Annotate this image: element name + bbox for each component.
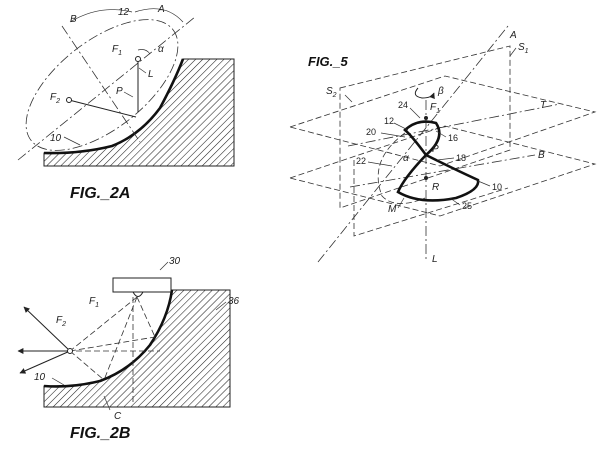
fig5-axis-B	[349, 154, 536, 188]
fig2b-label-10: 10	[34, 372, 46, 383]
fig2b-label-36: 36	[228, 296, 240, 307]
fig2b-lamp-bulb	[132, 291, 144, 297]
fig2b-leader-30	[159, 261, 169, 271]
fig2b-arrow-down	[19, 350, 71, 374]
fig5-label-20: 20	[366, 127, 376, 137]
fig2a-alpha-arc	[137, 49, 151, 55]
fig5-leader-10	[477, 180, 491, 187]
fig5-label-T: T	[540, 100, 547, 111]
fig2a-caption: FIG._2A	[70, 185, 130, 202]
fig5-rotation-arrow-beta	[414, 87, 435, 100]
fig5-label-R: R	[432, 182, 439, 193]
fig5-leader-M	[397, 197, 405, 209]
fig2a-leader-P	[123, 91, 134, 98]
fig2b-ray-1	[69, 296, 138, 352]
fig5-label-24: 24	[398, 100, 408, 110]
fig2a-focus-F2	[66, 97, 72, 103]
fig5-label-A: A	[509, 30, 517, 41]
fig2a-reflective-surface-10	[43, 58, 185, 155]
fig5-leader-20	[380, 132, 406, 138]
fig2b-reflective-surface-10	[43, 289, 174, 388]
fig2b-ray-5	[69, 350, 105, 381]
fig5-leader-18	[436, 157, 455, 161]
fig5-leader-S1	[509, 47, 517, 57]
fig5-plane-lower	[288, 125, 597, 217]
fig2b-label-F2: F2	[56, 315, 66, 328]
fig5-label-L: L	[432, 254, 438, 265]
fig2a-dimension-arc-12	[69, 9, 133, 23]
fig2a-label-B: B	[70, 14, 77, 25]
fig2a-label-A: A	[157, 4, 165, 15]
fig2b-leader-C	[103, 395, 111, 411]
fig2a-ellipse-12	[25, 19, 179, 151]
fig5-plane-upper	[288, 75, 597, 167]
fig2b-label-30: 30	[169, 256, 181, 267]
fig2a-reflector-body	[43, 58, 235, 167]
fig2b-leader-10	[51, 377, 65, 386]
fig2a-major-axis-A	[17, 16, 196, 161]
fig2b-label-F1: F1	[89, 296, 99, 309]
fig2a-label-10: 10	[50, 133, 62, 144]
fig2b-caption: FIG._2B	[70, 425, 130, 442]
fig5-label-F1: F1	[430, 102, 440, 115]
fig5-leader-22	[367, 161, 393, 167]
fig5-leader-16	[435, 130, 447, 138]
fig2a-dimension-arc-A	[134, 8, 184, 23]
fig5-reflector-curve-lower	[396, 153, 480, 202]
fig5-label-22: 22	[356, 156, 366, 166]
fig5-caption: FIG._5	[308, 54, 349, 69]
fig5-label-18: 18	[456, 153, 466, 163]
fig5-focus-F1	[424, 116, 428, 120]
fig2a-ray-F2-P	[68, 99, 137, 118]
fig2a-minor-axis-B	[61, 25, 141, 143]
fig2b-label-C: C	[114, 411, 122, 422]
fig5-axis-A	[317, 25, 509, 263]
fig2b-ray-3	[136, 296, 156, 338]
fig2a-leader-L	[138, 67, 147, 74]
figure-2b: 30 36 F1 F2 10 C FIG._2B	[17, 256, 240, 442]
fig2b-ray-4	[69, 336, 156, 352]
fig2b-reflector-body	[43, 289, 231, 408]
fig5-label-10: 10	[492, 182, 502, 192]
fig5-label-beta: β	[437, 86, 444, 97]
fig5-label-M: M	[388, 204, 397, 215]
fig5-label-S2: S2	[326, 86, 337, 99]
fig2b-focus-F2	[67, 348, 73, 354]
fig5-label-25: 25	[462, 201, 472, 211]
fig2a-label-alpha: α	[158, 44, 164, 55]
fig2a-leader-10	[63, 136, 81, 146]
fig5-point-R	[424, 176, 428, 180]
fig2b-light-source-30	[112, 277, 172, 293]
fig2b-arrow-up	[23, 306, 71, 352]
fig5-leader-S2	[344, 94, 353, 103]
fig5-dashed-contour	[377, 132, 426, 204]
fig2a-focus-F1	[135, 56, 141, 62]
fig5-label-alpha: α	[403, 153, 409, 164]
figure-2a: B 12 A F1 α L P F2 10 FIG._2A	[17, 4, 235, 202]
fig2a-label-P: P	[116, 86, 123, 97]
fig2a-label-F1: F1	[112, 44, 122, 57]
fig2b-leader-36	[215, 301, 227, 311]
fig5-leader-25	[449, 197, 461, 206]
fig5-leader-24	[409, 107, 421, 119]
fig5-plane-S2	[339, 45, 511, 209]
fig5-label-B: B	[538, 150, 545, 161]
fig2a-label-12: 12	[118, 7, 130, 18]
fig2b-ray-2	[103, 296, 138, 381]
fig5-reflector-curve-upper	[403, 120, 441, 157]
fig5-label-S1: S1	[518, 42, 529, 55]
fig5-axis-T	[347, 103, 561, 147]
fig5-label-12: 12	[384, 116, 394, 126]
fig2a-label-F2: F2	[50, 92, 60, 105]
fig5-label-16: 16	[448, 133, 458, 143]
fig5-leader-12	[393, 122, 409, 131]
fig5-plane-S1	[353, 160, 509, 237]
fig5-label-P: P	[432, 144, 439, 155]
fig2a-label-L: L	[148, 69, 154, 80]
figure-5: FIG._5	[288, 25, 597, 265]
